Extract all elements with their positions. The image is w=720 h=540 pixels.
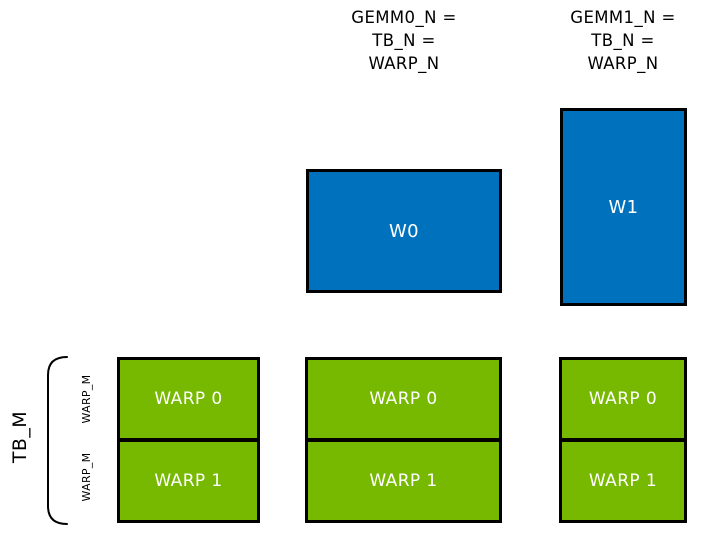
warp1-cell: WARP 1 — [117, 439, 260, 523]
green-warp-column-a: WARP 0 WARP 1 — [117, 357, 260, 523]
warp-tile-w1: W1 — [560, 108, 687, 306]
warp0-cell-label: WARP 0 — [154, 389, 223, 409]
warp-tile-w0: W0 — [306, 169, 502, 293]
header-gemm1-n: GEMM1_N = TB_N = WARP_N — [570, 8, 676, 73]
warp-tile-w1-label: W1 — [608, 196, 639, 218]
green-warp-column-gemm0: WARP 0 WARP 1 — [305, 357, 502, 523]
tb-m-label: TB_M — [9, 410, 31, 464]
header-gemm0-n: GEMM0_N = TB_N = WARP_N — [351, 8, 457, 73]
warp-m-row1-label: WARP_M — [80, 452, 93, 502]
warp-tile-w0-label: W0 — [388, 220, 420, 242]
warp0-cell: WARP 0 — [305, 357, 502, 441]
warp0-cell: WARP 0 — [117, 357, 260, 441]
green-warp-column-gemm1: WARP 0 WARP 1 — [559, 357, 687, 523]
warp1-cell: WARP 1 — [559, 439, 687, 523]
warp0-cell-label: WARP 0 — [588, 389, 658, 409]
warp1-cell-label: WARP 1 — [588, 471, 658, 491]
warp1-cell-label: WARP 1 — [154, 471, 223, 491]
warp1-cell: WARP 1 — [305, 439, 502, 523]
warp0-cell: WARP 0 — [559, 357, 687, 441]
warp1-cell-label: WARP 1 — [369, 471, 438, 491]
warp-m-row0-label: WARP_M — [80, 374, 93, 424]
warp0-cell-label: WARP 0 — [369, 389, 438, 409]
tb-m-bracket — [47, 356, 68, 525]
